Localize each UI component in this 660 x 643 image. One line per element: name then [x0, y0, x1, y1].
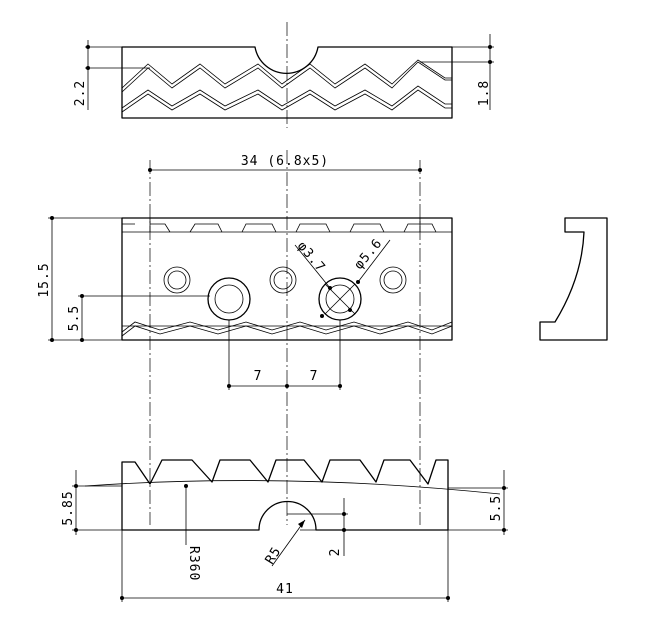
- dim-pitch-left: 7: [254, 369, 263, 384]
- top-view-outline: [121, 46, 453, 119]
- small-hole-3: [379, 266, 407, 294]
- dim-5-5-label: 5.5: [67, 305, 82, 331]
- dim-15-5-label: 15.5: [37, 262, 52, 297]
- small-hole-2: [269, 266, 297, 294]
- dim-2-label: 2: [328, 548, 343, 557]
- dim-diameter-5-6: φ5.6: [352, 236, 386, 273]
- bottom-view: R360 R5 2 5.85 5.5 41: [61, 459, 508, 602]
- dim-41-label: 41: [276, 582, 294, 597]
- small-hole-1: [163, 266, 191, 294]
- top-view-teeth-upper: [121, 61, 452, 93]
- bottom-view-arc: [84, 480, 501, 495]
- dim-5-5-right-label: 5.5: [489, 495, 504, 521]
- dim-pitch-right: 7: [310, 369, 319, 384]
- dim-1-8-label: 1.8: [477, 80, 492, 106]
- top-view-teeth-lower-b: [121, 85, 452, 109]
- top-view: 2.2 1.8: [73, 22, 494, 128]
- dim-r360-label: R360: [186, 546, 201, 581]
- front-view-upper-slots: [122, 218, 437, 233]
- top-view-teeth-lower: [121, 89, 452, 113]
- large-hole-2: [318, 277, 362, 321]
- dim-r5-label: R5: [263, 544, 285, 567]
- dim-34-label: 34 (6.8x5): [241, 154, 329, 169]
- dim-5-85-label: 5.85: [61, 490, 76, 525]
- front-view-lower-teeth: [121, 321, 453, 333]
- dim-2-2-label: 2.2: [73, 80, 88, 106]
- front-view: 34 (6.8x5): [37, 150, 453, 525]
- large-hole-1: [207, 277, 251, 321]
- top-view-teeth-upper-b: [121, 59, 452, 89]
- side-view-profile: [539, 217, 608, 341]
- dim-diameter-3-7: φ3.7: [294, 239, 328, 276]
- bottom-view-outline: [121, 459, 449, 531]
